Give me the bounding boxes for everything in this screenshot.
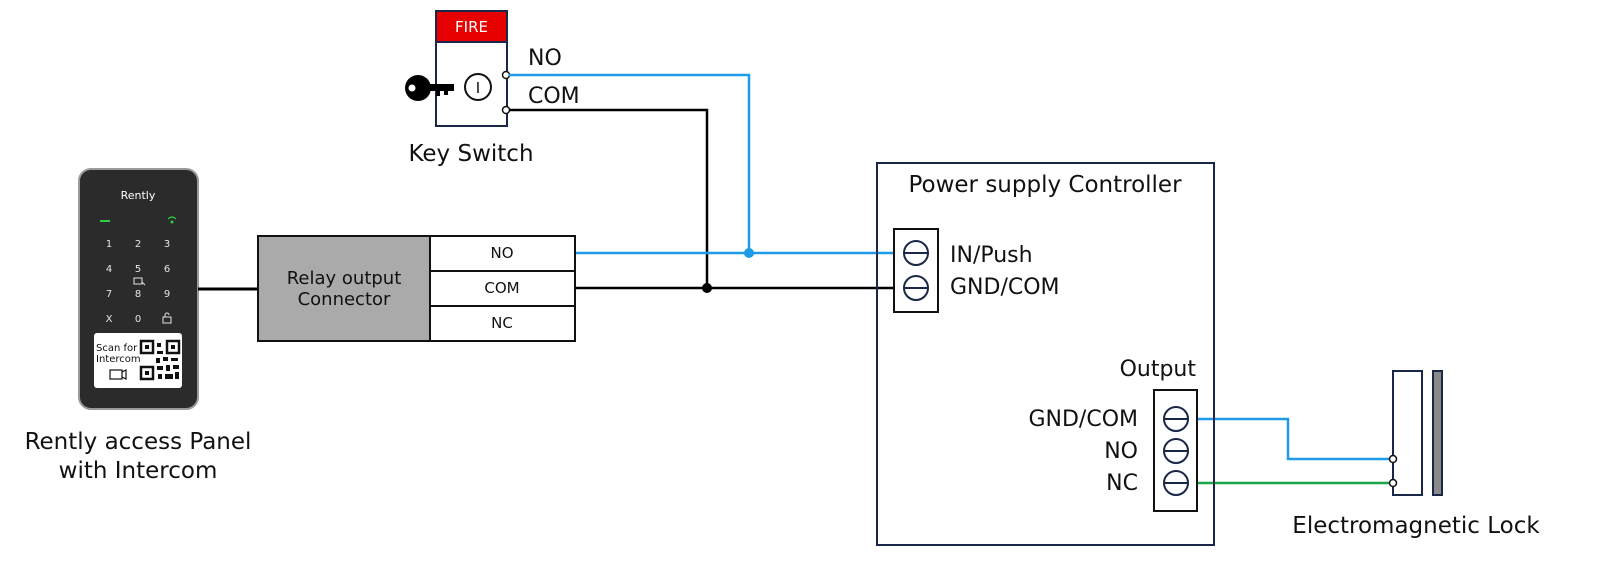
access-panel: Rently 1 2 3 4 5 6 7 8 9 X 0 Scan for	[25, 168, 252, 484]
panel-caption-line-1: Rently access Panel	[25, 429, 252, 455]
lock-caption: Electromagnetic Lock	[1292, 513, 1540, 539]
relay-title-line-2: Connector	[298, 289, 391, 310]
screw-terminal-icon	[903, 275, 929, 301]
key-1[interactable]: 1	[106, 239, 112, 250]
no-junction	[744, 248, 754, 258]
status-led-icon	[100, 220, 110, 222]
fire-label: FIRE	[455, 18, 488, 36]
relay-body	[257, 235, 431, 342]
relay-connector: Relay output Connector NO COM NC	[257, 235, 576, 342]
nfc-card-icon	[133, 277, 146, 286]
input-terminal-gnd-com: GND/COM	[950, 275, 1060, 300]
key-2[interactable]: 2	[135, 239, 141, 250]
key-switch-no-label: NO	[528, 46, 562, 71]
keypad: 1 2 3 4 5 6 7 8 9 X 0	[106, 239, 171, 325]
camera-icon	[109, 369, 127, 380]
key-8[interactable]: 8	[135, 289, 141, 300]
panel-caption-line-2: with Intercom	[59, 458, 218, 484]
relay-terminal-no: NO	[490, 244, 513, 262]
controller-body	[876, 162, 1215, 546]
key-no-wire	[509, 73, 751, 253]
panel-brand: Rently	[121, 189, 156, 202]
output-terminal-no: NO	[1104, 439, 1138, 464]
relay-terminal-nc: NC	[491, 314, 513, 332]
lock-icon	[162, 312, 172, 324]
output-gnd-wire	[1190, 417, 1392, 461]
switch-dial-icon	[464, 73, 492, 101]
key-5[interactable]: 5	[135, 264, 141, 275]
lock-magnet-body	[1392, 370, 1423, 496]
wires	[198, 73, 1392, 485]
key-com-wire	[509, 108, 709, 288]
lock-armature-plate	[1432, 370, 1443, 496]
key-4[interactable]: 4	[106, 264, 112, 275]
wifi-icon	[167, 216, 177, 224]
relay-terminal-com: COM	[484, 279, 519, 297]
key-0[interactable]: 0	[135, 314, 141, 325]
com-junction	[702, 283, 712, 293]
scan-line-2: Intercom	[96, 354, 141, 365]
screw-terminal-icon	[1163, 438, 1189, 464]
key-switch-com-label: COM	[528, 84, 580, 109]
key-switch: FIRE I NO COM Key Switch	[405, 10, 580, 167]
screw-terminal-icon	[1163, 470, 1189, 496]
no-terminal-dot	[501, 70, 511, 80]
lock-terminal-dot	[1388, 454, 1398, 464]
screw-terminal-icon	[1163, 406, 1189, 432]
key-7[interactable]: 7	[106, 289, 112, 300]
lock-terminal-dot	[1388, 478, 1398, 488]
output-title: Output	[1120, 357, 1197, 382]
key-9[interactable]: 9	[164, 289, 170, 300]
output-terminal-gnd-com: GND/COM	[1028, 407, 1138, 432]
power-supply-controller: Power supply Controller IN/Push GND/COM …	[876, 162, 1215, 546]
output-terminal-nc: NC	[1106, 471, 1138, 496]
switch-symbol: I	[476, 79, 480, 97]
key-x[interactable]: X	[106, 314, 113, 325]
key-icon	[405, 75, 454, 101]
qr-code-icon	[139, 339, 181, 381]
screw-terminal-icon	[903, 240, 929, 266]
key-3[interactable]: 3	[164, 239, 170, 250]
electromagnetic-lock: Electromagnetic Lock	[1292, 370, 1540, 539]
scan-line-1: Scan for	[96, 343, 138, 354]
relay-title-line-1: Relay output	[287, 268, 402, 289]
com-terminal-dot	[501, 105, 511, 115]
input-terminal-in-push: IN/Push	[950, 243, 1033, 268]
controller-title: Power supply Controller	[908, 172, 1182, 198]
key-switch-caption: Key Switch	[408, 141, 533, 167]
relay-terminal-nc-box	[429, 305, 576, 342]
key-6[interactable]: 6	[164, 264, 170, 275]
